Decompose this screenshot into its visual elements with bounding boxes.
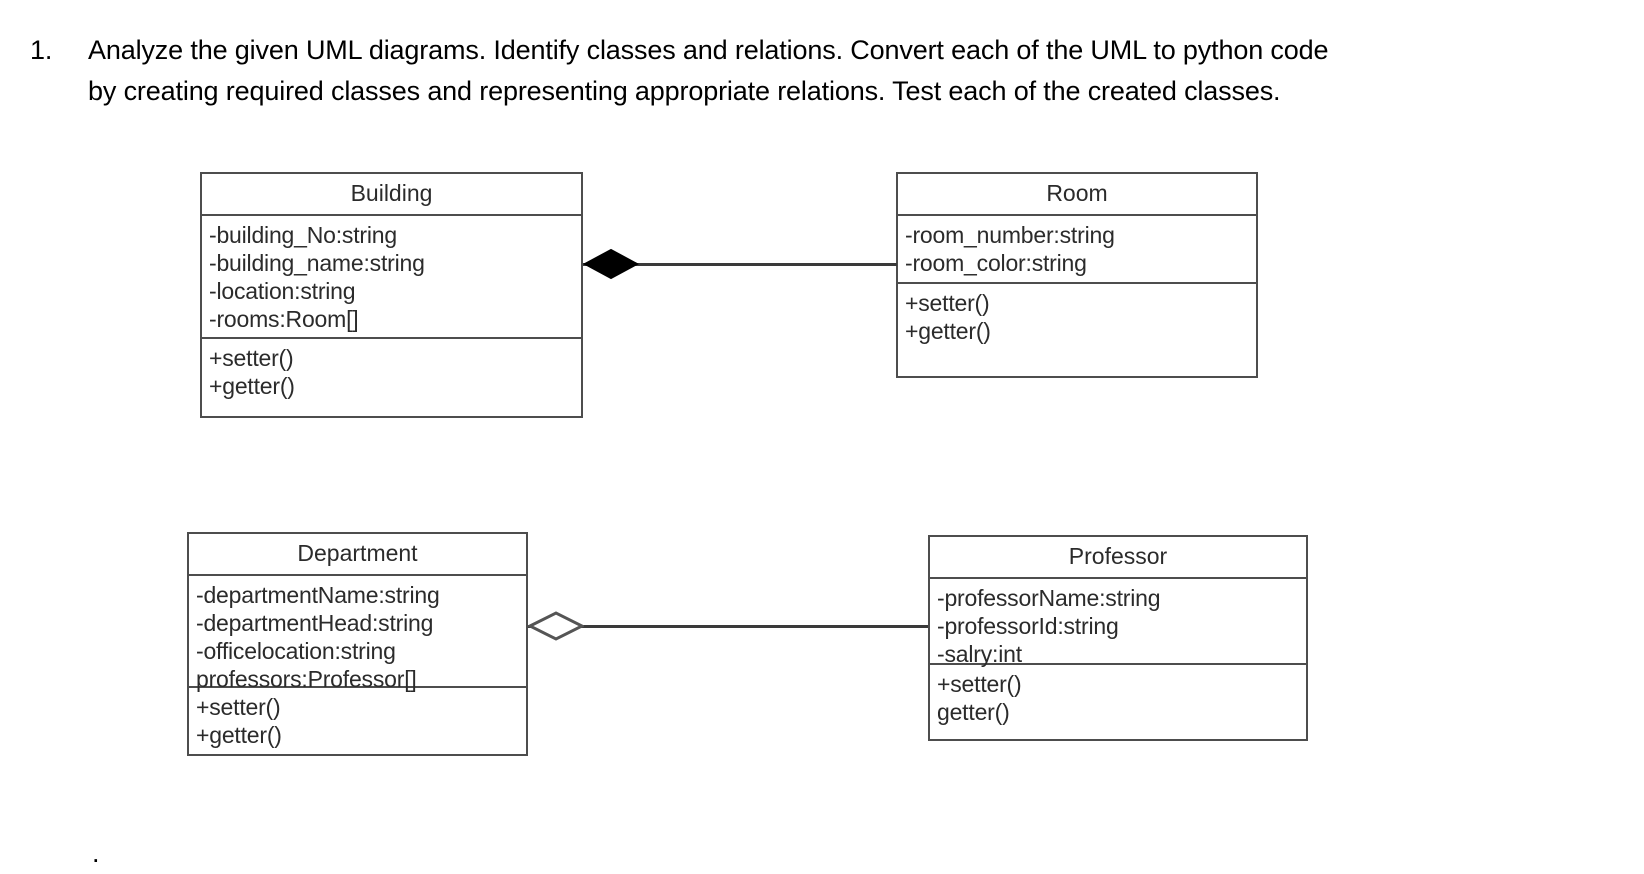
question-number: 1.: [30, 35, 53, 65]
uml-methods-building: +setter() +getter(): [202, 339, 581, 406]
uml-methods-professor: +setter() getter(): [930, 665, 1306, 732]
question-text: Analyze the given UML diagrams. Identify…: [88, 30, 1329, 112]
trailing-period: .: [92, 838, 100, 868]
uml-attribute-row: -professorId:string: [937, 613, 1119, 639]
uml-methods-room: +setter() +getter(): [898, 284, 1256, 351]
uml-class-building[interactable]: Building -building_No:string -building_n…: [200, 172, 583, 418]
uml-attribute-row: -officelocation:string: [196, 638, 396, 664]
relation-line-department-professor: [528, 625, 928, 628]
uml-attribute-row: -departmentName:string: [196, 582, 440, 608]
uml-class-professor[interactable]: Professor -professorName:string -profess…: [928, 535, 1308, 741]
uml-attributes-professor: -professorName:string -professorId:strin…: [930, 579, 1306, 667]
uml-class-name-room: Room: [898, 174, 1256, 216]
uml-class-department[interactable]: Department -departmentName:string -depar…: [187, 532, 528, 756]
uml-attribute-row: -room_number:string: [905, 222, 1115, 248]
uml-method-row: +setter(): [209, 345, 294, 371]
uml-method-row: +getter(): [209, 373, 295, 399]
uml-class-name-professor: Professor: [930, 537, 1306, 579]
question-block: 1. Analyze the given UML diagrams. Ident…: [30, 30, 1590, 112]
uml-class-name-building: Building: [202, 174, 581, 216]
uml-method-row: getter(): [937, 699, 1010, 725]
uml-attribute-row: -rooms:Room[]: [209, 306, 359, 332]
uml-attributes-room: -room_number:string -room_color:string: [898, 216, 1256, 284]
question-line-2: by creating required classes and represe…: [88, 76, 1281, 106]
uml-method-row: +getter(): [905, 318, 991, 344]
uml-attributes-building: -building_No:string -building_name:strin…: [202, 216, 581, 339]
uml-method-row: +setter(): [196, 694, 281, 720]
uml-attribute-row: -building_No:string: [209, 222, 397, 248]
uml-attributes-department: -departmentName:string -departmentHead:s…: [189, 576, 526, 692]
uml-class-name-department: Department: [189, 534, 526, 576]
uml-class-room[interactable]: Room -room_number:string -room_color:str…: [896, 172, 1258, 378]
uml-methods-department: +setter() +getter(): [189, 688, 526, 755]
uml-attribute-row: -location:string: [209, 278, 356, 304]
relation-line-building-room: [583, 263, 897, 266]
uml-attribute-row: professors:Professor[]: [196, 666, 417, 692]
uml-attribute-row: -departmentHead:string: [196, 610, 434, 636]
uml-attribute-row: -room_color:string: [905, 250, 1087, 276]
uml-attribute-row: -salry:int: [937, 641, 1022, 667]
question-line-1: Analyze the given UML diagrams. Identify…: [88, 35, 1329, 65]
uml-attribute-row: -building_name:string: [209, 250, 425, 276]
uml-method-row: +setter(): [905, 290, 990, 316]
uml-method-row: +getter(): [196, 722, 282, 748]
uml-attribute-row: -professorName:string: [937, 585, 1161, 611]
uml-method-row: +setter(): [937, 671, 1022, 697]
